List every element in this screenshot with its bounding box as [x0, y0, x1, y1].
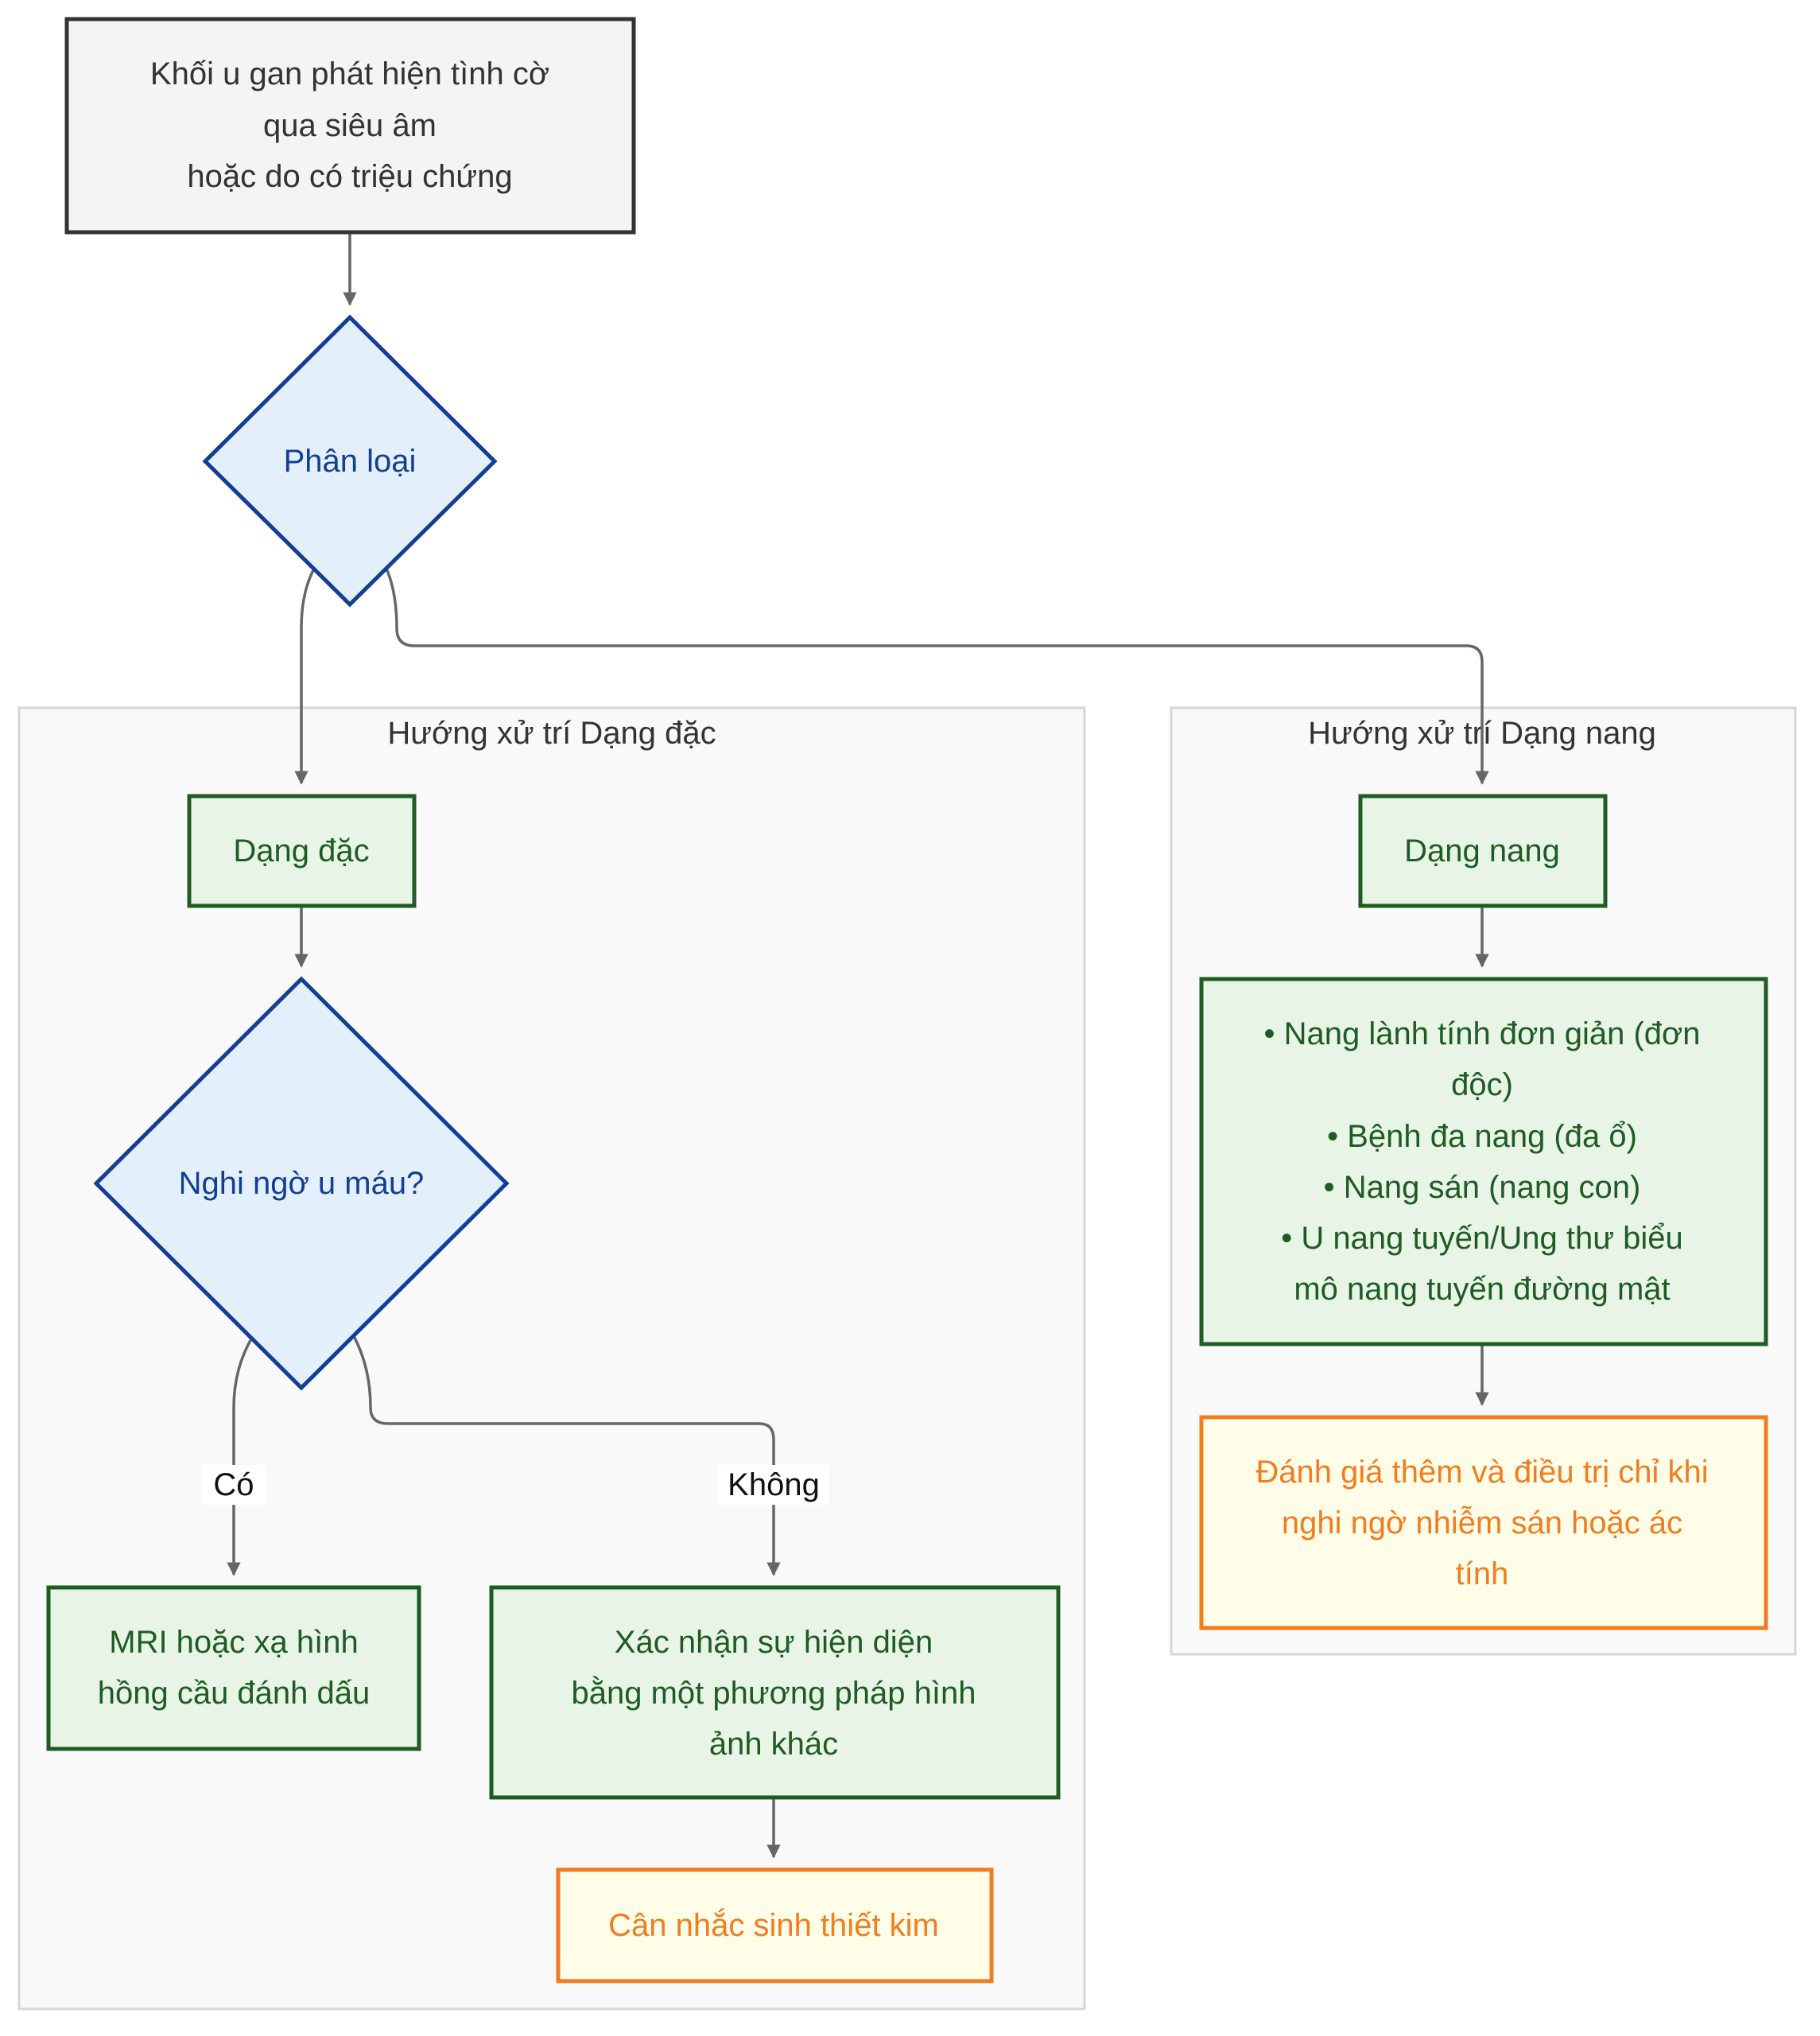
- node-confirm-line: Xác nhận sự hiện diện: [615, 1625, 933, 1660]
- node-start: Khối u gan phát hiện tình cờ qua siêu âm…: [64, 17, 636, 235]
- node-cyst-eval-line: nghi ngờ nhiễm sán hoặc ác: [1282, 1505, 1682, 1541]
- node-cyst-types-line: • U nang tuyến/Ung thư biểu: [1281, 1221, 1683, 1256]
- node-confirm-line: bằng một phương pháp hình: [572, 1675, 976, 1711]
- node-cyst-label: Dạng nang: [1404, 833, 1560, 868]
- node-solid-label: Dạng đặc: [233, 833, 369, 868]
- node-hemangioma-label: Nghi ngờ u máu?: [179, 1166, 425, 1201]
- node-mri: MRI hoặc xạ hình hồng cầu đánh dấu: [46, 1585, 421, 1751]
- node-mri-line: MRI hoặc xạ hình: [109, 1625, 359, 1660]
- node-biopsy: Cân nhắc sinh thiết kim: [556, 1867, 994, 1984]
- edge-classify-solid: [294, 568, 316, 785]
- edge-question-confirm: [352, 1335, 781, 1576]
- node-cyst-eval-line: Đánh giá thêm và điều trị chỉ khi: [1255, 1455, 1708, 1490]
- node-cyst-types-line: • Nang sán (nang con): [1324, 1170, 1641, 1205]
- node-cyst-types-line: độc): [1451, 1067, 1513, 1102]
- node-start-line: hoặc do có triệu chứng: [187, 159, 512, 194]
- node-solid: Dạng đặc: [187, 794, 417, 908]
- edge-label-no: Không: [718, 1465, 829, 1505]
- node-cyst: Dạng nang: [1358, 794, 1608, 908]
- node-cyst-eval-line: tính: [1456, 1556, 1509, 1591]
- edge-label-yes-text: Có: [213, 1467, 254, 1502]
- node-mri-line: hồng cầu đánh dấu: [98, 1676, 371, 1711]
- node-classify-diamond: Phân loại: [202, 314, 498, 608]
- node-classify-label: Phân loại: [284, 444, 417, 479]
- edge-classify-cyst: [385, 568, 1489, 785]
- node-cyst-types-line: mô nang tuyến đường mật: [1294, 1272, 1670, 1307]
- node-cyst-types-line: • Bệnh đa nang (đa ổ): [1327, 1119, 1637, 1154]
- node-cyst-types-line: • Nang lành tính đơn giản (đơn: [1263, 1016, 1700, 1051]
- node-confirm: Xác nhận sự hiện diện bằng một phương ph…: [489, 1585, 1061, 1800]
- node-start-line: qua siêu âm: [263, 108, 437, 143]
- edge-label-no-text: Không: [728, 1467, 820, 1502]
- node-confirm-line: ảnh khác: [709, 1727, 838, 1762]
- edges: [227, 232, 1489, 1859]
- cluster-solid-title: Hướng xử trí Dạng đặc: [387, 716, 716, 751]
- node-cyst-eval: Đánh giá thêm và điều trị chỉ khi nghi n…: [1199, 1415, 1768, 1630]
- cluster-solid: Hướng xử trí Dạng đặc: [17, 706, 1086, 2011]
- node-hemangioma-diamond: Nghi ngờ u máu?: [93, 976, 510, 1391]
- node-start-line: Khối u gan phát hiện tình cờ: [150, 56, 549, 91]
- edge-question-mri: [227, 1335, 254, 1576]
- node-cyst-types: • Nang lành tính đơn giản (đơn độc) • Bệ…: [1199, 977, 1768, 1346]
- node-biopsy-label: Cân nhắc sinh thiết kim: [608, 1907, 939, 1943]
- edge-label-yes: Có: [202, 1465, 266, 1505]
